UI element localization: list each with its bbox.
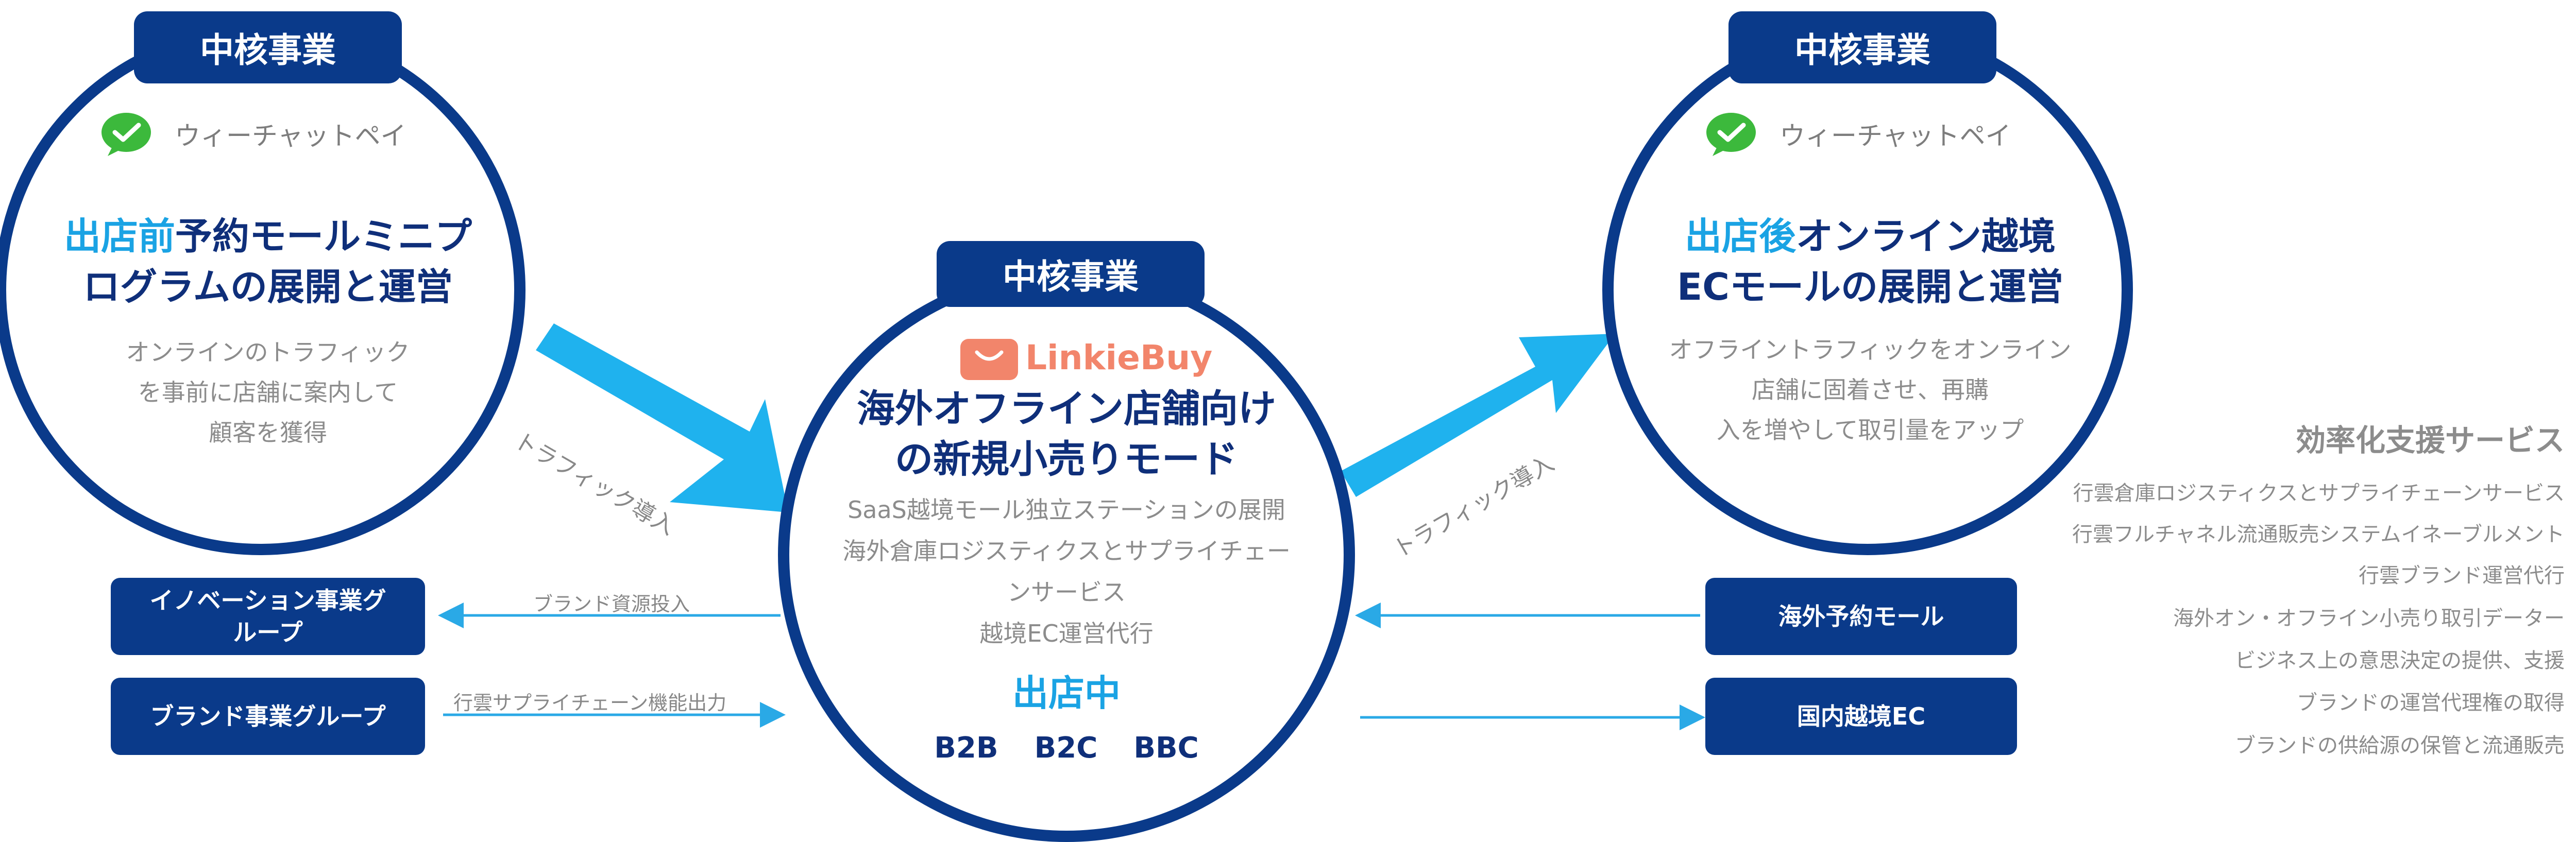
- brand-resource-label: ブランド資源投入: [533, 593, 690, 615]
- core-business-tag-right: 中核事業: [1728, 11, 1996, 83]
- service-item: 行雲ブランド運営代行: [2359, 564, 2565, 588]
- wechat-icon: [1706, 113, 1756, 156]
- innovation-group-box: イノベーション事業グループ: [111, 578, 425, 655]
- core-business-tag-left: 中核事業: [134, 11, 402, 83]
- overseas-mall-box: 海外予約モール: [1705, 578, 2017, 655]
- service-item: ブランドの運営代理権の取得: [2297, 691, 2565, 715]
- post-store-highlight: 出店後: [1684, 215, 1796, 258]
- pre-store-desc-line: を事前に店舗に案内して: [138, 379, 398, 406]
- traffic-arrow-right: [1341, 334, 1615, 497]
- service-item: 行雲フルチャネル流通販売システムイネーブルメント: [2072, 523, 2565, 546]
- new-retail-desc-line: ンサービス: [1007, 578, 1126, 606]
- pre-store-desc-line: 顧客を獲得: [209, 419, 327, 446]
- wechat-pay-label: ウィーチャットペイ: [1780, 121, 2011, 151]
- linkiebuy-wordmark: LinkieBuy: [1025, 337, 1213, 377]
- post-store-title-line2: ECモールの展開と運営: [1676, 265, 2064, 308]
- service-item: ビジネス上の意思決定の提供、支援: [2235, 649, 2565, 673]
- core-business-tag-center: 中核事業: [937, 241, 1205, 307]
- service-item: 海外オン・オフライン小売り取引データー: [2173, 607, 2565, 630]
- service-item: 行雲倉庫ロジスティクスとサプライチェーンサービス: [2073, 482, 2565, 505]
- post-store-desc-line: オフライントラフィックをオンライン: [1669, 336, 2072, 364]
- pre-store-title-line2: ログラムの展開と運営: [83, 265, 453, 308]
- post-store-desc-line: 入を増やして取引量をアップ: [1716, 416, 2024, 444]
- pre-store-desc: オンラインのトラフィック を事前に店舗に案内して 顧客を獲得: [21, 332, 515, 453]
- business-models: B2B B2C BBC: [804, 731, 1329, 765]
- wechat-pay-left: ウィーチャットペイ: [100, 111, 406, 157]
- domestic-ec-box: 国内越境EC: [1705, 678, 2017, 755]
- new-retail-desc-line: 海外倉庫ロジスティクスとサプライチェー: [842, 537, 1291, 565]
- traffic-arrow-left: [536, 323, 788, 512]
- new-retail-title: 海外オフライン店舗向け の新規小売りモード: [804, 384, 1329, 485]
- shopping-bag-icon: [960, 339, 1018, 380]
- new-retail-title-line2: の新規小売りモード: [895, 437, 1238, 482]
- new-retail-desc-line: 越境EC運営代行: [979, 620, 1154, 647]
- wechat-icon: [101, 113, 151, 156]
- new-retail-title-line1: 海外オフライン店舗向け: [857, 387, 1276, 431]
- services-title: 効率化支援サービス: [2295, 423, 2565, 458]
- pre-store-desc-line: オンラインのトラフィック: [126, 338, 410, 366]
- store-status: 出店中: [1012, 672, 1121, 714]
- model-b2b: B2B: [934, 731, 998, 765]
- brand-group-box: ブランド事業グループ: [111, 678, 425, 755]
- model-b2c: B2C: [1034, 731, 1098, 765]
- model-bbc: BBC: [1133, 731, 1199, 765]
- pre-store-title-rest: 予約モールミニプ: [175, 215, 472, 258]
- pre-store-title: 出店前予約モールミニプ ログラムの展開と運営: [21, 211, 515, 312]
- supply-chain-label: 行雲サプライチェーン機能出力: [453, 692, 727, 714]
- post-store-desc-line: 店舗に固着させ、再購: [1752, 376, 1989, 404]
- post-store-title: 出店後オンライン越境 ECモールの展開と運営: [1623, 211, 2117, 312]
- new-retail-desc: SaaS越境モール独立ステーションの展開 海外倉庫ロジスティクスとサプライチェー…: [804, 489, 1329, 654]
- service-item: ブランドの供給源の保管と流通販売: [2235, 734, 2565, 758]
- pre-store-highlight: 出店前: [63, 215, 175, 258]
- post-store-desc: オフライントラフィックをオンライン 店舗に固着させ、再購 入を増やして取引量をア…: [1623, 330, 2117, 450]
- linkiebuy-logo: LinkieBuy: [958, 334, 1212, 381]
- wechat-pay-right: ウィーチャットペイ: [1705, 111, 2011, 157]
- post-store-title-rest: オンライン越境: [1796, 215, 2056, 258]
- wechat-pay-label: ウィーチャットペイ: [175, 121, 406, 151]
- new-retail-desc-line: SaaS越境モール独立ステーションの展開: [848, 496, 1285, 524]
